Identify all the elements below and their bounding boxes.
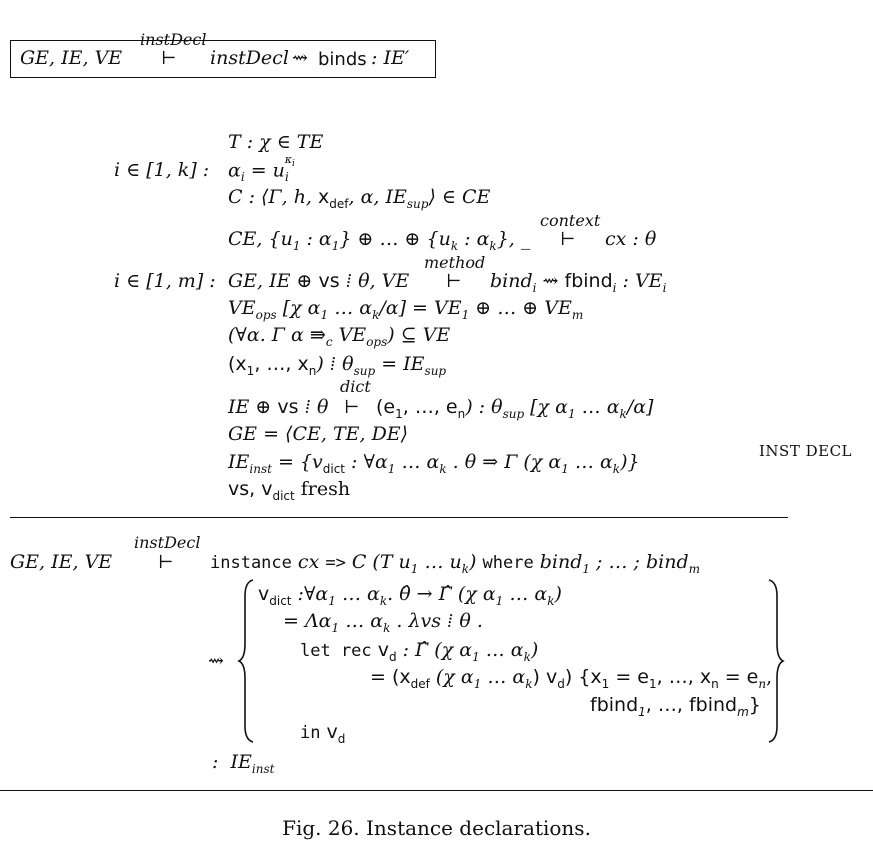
premise-4: CE, {u1 : α1} ⊕ … ⊕ {uk : αk}, _ bbox=[228, 228, 531, 253]
premise-5-quantifier: i ∈ [1, m] : bbox=[114, 270, 216, 292]
premise-12: vs, vdict fresh bbox=[228, 478, 351, 503]
left-brace bbox=[237, 579, 254, 743]
header-lhs: GE, IE, VE bbox=[20, 47, 123, 69]
premise-9-over-label: dict bbox=[340, 377, 371, 396]
premise-9-turnstile: ⊢ bbox=[344, 397, 360, 418]
figure-bottom-rule bbox=[0, 790, 873, 791]
body-line-6: in vd bbox=[300, 721, 346, 746]
header-rhs-instdecl: instDecl bbox=[210, 47, 289, 69]
body-line-1: vdict :∀α1 … αk. θ̂ → Γ̂ (χ α1 … αk) bbox=[258, 583, 562, 608]
premise-10: GE = ⟨CE, TE, DE⟩ bbox=[228, 423, 409, 445]
premise-11: IEinst = {vdict : ∀α1 … αk . θ ⇒ Γ (χ α1… bbox=[228, 451, 640, 476]
judgement-header-box bbox=[10, 40, 436, 78]
premise-4-rhs: cx : θ bbox=[605, 228, 657, 250]
premise-2: αi = uiκi bbox=[228, 153, 295, 185]
header-rhs-arrow: ⇝ bbox=[292, 47, 308, 69]
premise-1: T : χ ∈ TE bbox=[228, 131, 324, 153]
rule-name: INST DECL bbox=[759, 442, 853, 460]
conclusion-squiggle: ⇝ bbox=[208, 650, 224, 672]
conclusion-turnstile: ⊢ bbox=[158, 552, 174, 573]
premise-8: (x1, …, xn) ⁞ θsup = IEsup bbox=[228, 353, 447, 378]
body-line-3: let rec vd : Γ̂ (χ α1 … αk) bbox=[300, 639, 539, 664]
premise-7: (∀α. Γ α ⇛c VEops) ⊆ VE bbox=[228, 324, 451, 349]
body-line-5: fbind1, …, fbindm} bbox=[590, 694, 761, 719]
header-over-label: instDecl bbox=[140, 30, 207, 49]
header-turnstile: ⊢ bbox=[161, 48, 177, 69]
premise-2-quantifier: i ∈ [1, k] : bbox=[114, 159, 210, 181]
conclusion-over-label: instDecl bbox=[134, 533, 201, 552]
premise-9-lhs: IE ⊕ vs ⁞ θ bbox=[228, 396, 329, 418]
premise-4-turnstile: ⊢ bbox=[560, 229, 576, 250]
figure-caption: Fig. 26. Instance declarations. bbox=[282, 816, 591, 840]
premise-6: VEops [χ α1 … αk/α] = VE1 ⊕ … ⊕ VEm bbox=[228, 297, 584, 322]
premise-3: C : ⟨Γ, h, xdef, α, IEsup⟩ ∈ CE bbox=[228, 186, 491, 211]
premise-5-over-label: method bbox=[424, 253, 486, 272]
premise-5-rhs: bindi ⇝ fbindi : VEi bbox=[490, 270, 667, 295]
header-rhs-binds: binds bbox=[318, 49, 367, 70]
conclusion-lhs: GE, IE, VE bbox=[10, 551, 113, 573]
premise-4-over-label: context bbox=[540, 211, 601, 230]
conclusion-result-type: : IEinst bbox=[212, 751, 275, 776]
inference-line bbox=[10, 517, 788, 518]
premise-5-lhs: GE, IE ⊕ vs ⁞ θ, VE bbox=[228, 270, 410, 292]
right-brace bbox=[768, 579, 785, 743]
conclusion-instance-decl: instance cx => C (T u1 … uk) where bind1… bbox=[210, 551, 701, 576]
premise-9-rhs: (e1, …, en) : θsup [χ α1 … αk/α] bbox=[376, 396, 654, 421]
body-line-2: = Λα1 … αk . λvs ⁞ θ . bbox=[283, 610, 483, 635]
header-rhs-ie: : IE′ bbox=[371, 47, 410, 69]
premise-5-turnstile: ⊢ bbox=[446, 271, 462, 292]
body-line-4: = (xdef (χ α1 … αk) vd) {x1 = e1, …, xn … bbox=[370, 666, 773, 691]
